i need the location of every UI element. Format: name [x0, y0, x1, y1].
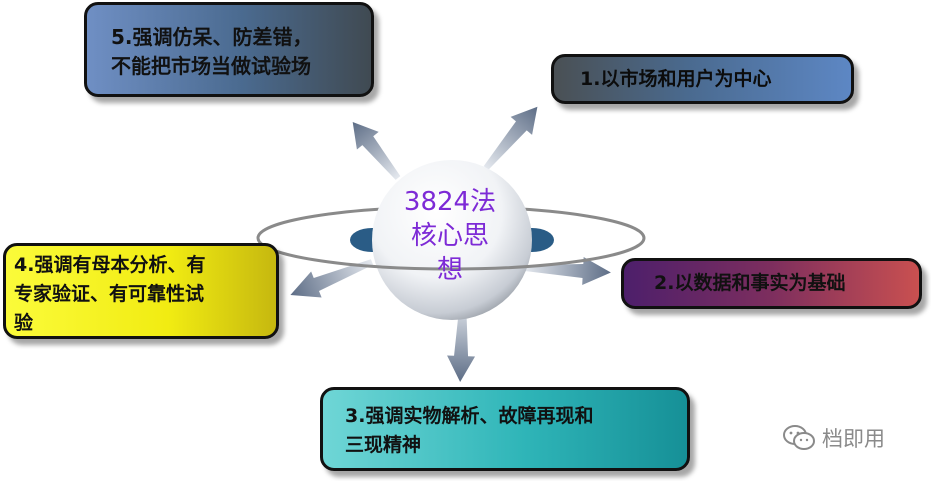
principle-box-2-text: 2.以数据和事实为基础 [654, 272, 846, 294]
principle-box-3-text: 3.强调实物解析、故障再现和 三现精神 [345, 405, 594, 456]
principle-box-2: 2.以数据和事实为基础 [621, 258, 922, 309]
wechat-icon [783, 425, 815, 450]
orbit-ring-front [256, 237, 646, 271]
principle-box-3: 3.强调实物解析、故障再现和 三现精神 [320, 387, 690, 471]
watermark: 档即用 [782, 423, 885, 453]
principle-box-5: 5.强调仿呆、防差错， 不能把市场当做试验场 [84, 2, 374, 97]
arrow-to-box4 [290, 259, 374, 298]
principle-box-4: 4.强调有母本分析、有 专家验证、有可靠性试 验 [3, 243, 279, 339]
arrow-to-box3 [447, 299, 476, 382]
principle-box-5-text: 5.强调仿呆、防差错， 不能把市场当做试验场 [111, 25, 313, 78]
arrow-to-box2 [524, 257, 611, 286]
principle-box-4-text: 4.强调有母本分析、有 专家验证、有可靠性试 验 [14, 254, 206, 334]
arrow-to-box5 [352, 122, 401, 180]
watermark-text: 档即用 [822, 427, 885, 451]
central-sphere [372, 160, 532, 320]
arrow-to-box1 [483, 106, 538, 170]
principle-box-1-text: 1.以市场和用户为中心 [580, 68, 772, 90]
principle-box-1: 1.以市场和用户为中心 [551, 54, 854, 104]
core-idea-label: 3824法 核心思 想 [403, 187, 497, 285]
